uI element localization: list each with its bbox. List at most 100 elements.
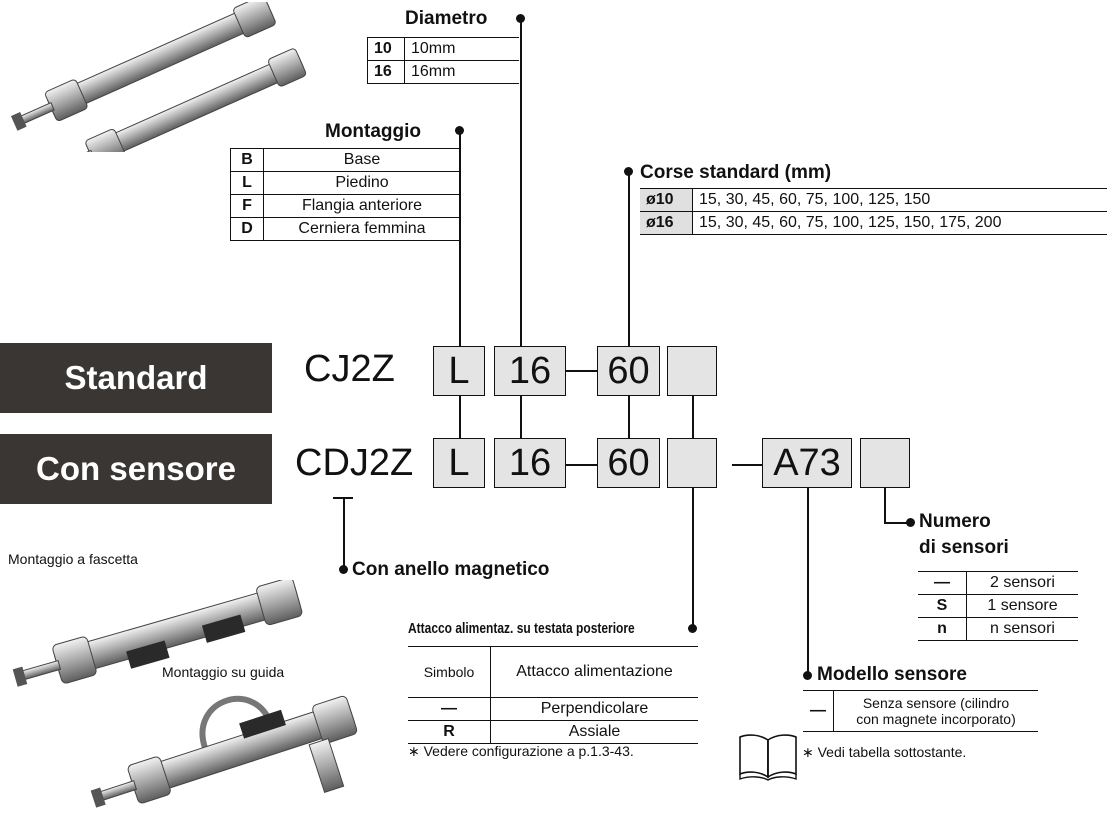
numero-title-2: di sensori [919,537,1009,559]
modello-dot [803,671,812,680]
modello-value: Senza sensore (cilindro con magnete inco… [834,691,1039,732]
line-bore-between [520,395,522,439]
modello-note: ∗ Vedi tabella sottostante. [802,744,966,761]
modello-table: — Senza sensore (cilindro con magnete in… [803,690,1038,732]
corse-code: ø10 [640,189,693,212]
line-port-between [692,395,694,439]
con-sensore-label: Con sensore [0,434,272,504]
code-box-bore: 16 [494,346,566,396]
modello-code: — [803,691,834,732]
table-row: Simbolo Attacco alimentazione [408,647,698,698]
table-row: ø10 15, 30, 45, 60, 75, 100, 125, 150 [640,189,1107,212]
table-row: 10 10mm [368,38,520,61]
corse-title: Corse standard (mm) [640,162,831,184]
corse-table: ø10 15, 30, 45, 60, 75, 100, 125, 150 ø1… [640,188,1107,235]
attacco-title: Attacco alimentaz. su testata posteriore [408,620,635,637]
standard-label: Standard [0,343,272,413]
numero-code: n [918,618,967,641]
montaggio-code: B [231,149,264,172]
table-row: — Perpendicolare [408,698,698,721]
dash-switch [732,464,762,466]
montaggio-table: B Base L Piedino F Flangia anteriore D C… [230,148,460,241]
dash-sens [565,464,598,466]
montaggio-code: F [231,195,264,218]
numero-code: S [918,595,967,618]
line-diametro [520,18,522,346]
attacco-header-port: Attacco alimentazione [491,647,699,698]
table-row: S 1 sensore [918,595,1078,618]
montaggio-code: L [231,172,264,195]
attacco-value: Assiale [491,721,699,744]
table-row: ø16 15, 30, 45, 60, 75, 100, 125, 150, 1… [640,212,1107,235]
table-row: R Assiale [408,721,698,744]
corse-value: 15, 30, 45, 60, 75, 100, 125, 150 [693,189,1107,212]
code-prefix-sensore: CDJ2Z [295,442,413,485]
attacco-note: ∗ Vedere configurazione a p.1.3-43. [408,743,634,760]
numero-dot [906,518,915,527]
table-row: F Flangia anteriore [231,195,461,218]
table-row: 16 16mm [368,61,520,84]
attacco-code: — [408,698,491,721]
attacco-value: Perpendicolare [491,698,699,721]
numero-value: 1 sensore [967,595,1079,618]
table-row: B Base [231,149,461,172]
corse-value: 15, 30, 45, 60, 75, 100, 125, 150, 175, … [693,212,1107,235]
diametro-value: 10mm [405,38,520,61]
line-stroke-between [628,395,630,439]
line-corse [628,171,630,346]
cylinder-photo-top [2,2,332,152]
montaggio-title: Montaggio [325,121,421,143]
diametro-value: 16mm [405,61,520,84]
montaggio-value: Base [264,149,461,172]
attacco-header-symbol: Simbolo [408,647,491,698]
numero-table: — 2 sensori S 1 sensore n n sensori [918,571,1078,641]
code-box-bore: 16 [494,438,566,488]
line-numero [884,487,886,523]
code-box-port [667,438,717,488]
montaggio-value: Cerniera femmina [264,218,461,241]
code-box-stroke: 60 [597,438,660,488]
table-row: n n sensori [918,618,1078,641]
line-anello [343,497,345,569]
corse-code: ø16 [640,212,693,235]
code-box-port [667,346,717,396]
table-row: — Senza sensore (cilindro con magnete in… [803,691,1038,732]
attacco-table: Simbolo Attacco alimentazione — Perpendi… [408,646,698,744]
table-row: — 2 sensori [918,572,1078,595]
modello-title: Modello sensore [817,664,967,686]
table-row: D Cerniera femmina [231,218,461,241]
code-box-mount: L [433,346,485,396]
numero-code: — [918,572,967,595]
anello-label: Con anello magnetico [352,559,549,581]
montaggio-value: Flangia anteriore [264,195,461,218]
book-icon [737,730,799,782]
line-attacco [692,487,694,628]
diametro-table: 10 10mm 16 16mm [367,37,519,84]
line-montaggio [459,130,461,346]
line-modello [807,487,809,673]
diametro-code: 16 [368,61,405,84]
attacco-code: R [408,721,491,744]
modello-value-line2: con magnete incorporato) [840,711,1032,727]
attacco-dot [688,624,697,633]
diametro-title: Diametro [405,8,487,30]
code-box-stroke: 60 [597,346,660,396]
diametro-code: 10 [368,38,405,61]
line-mount-between [459,395,461,439]
montaggio-value: Piedino [264,172,461,195]
code-prefix-standard: CJ2Z [304,348,395,391]
code-box-switch: A73 [762,438,852,488]
caption-fascetta: Montaggio a fascetta [8,551,138,567]
dash-std [565,370,598,372]
modello-value-line1: Senza sensore (cilindro [840,695,1032,711]
table-row: L Piedino [231,172,461,195]
numero-value: 2 sensori [967,572,1079,595]
code-box-number [860,438,910,488]
numero-value: n sensori [967,618,1079,641]
numero-title-1: Numero [919,511,991,533]
montaggio-code: D [231,218,264,241]
caption-guida: Montaggio su guida [162,664,284,680]
code-box-mount: L [433,438,485,488]
cylinder-photo-rail-mount [60,680,380,835]
